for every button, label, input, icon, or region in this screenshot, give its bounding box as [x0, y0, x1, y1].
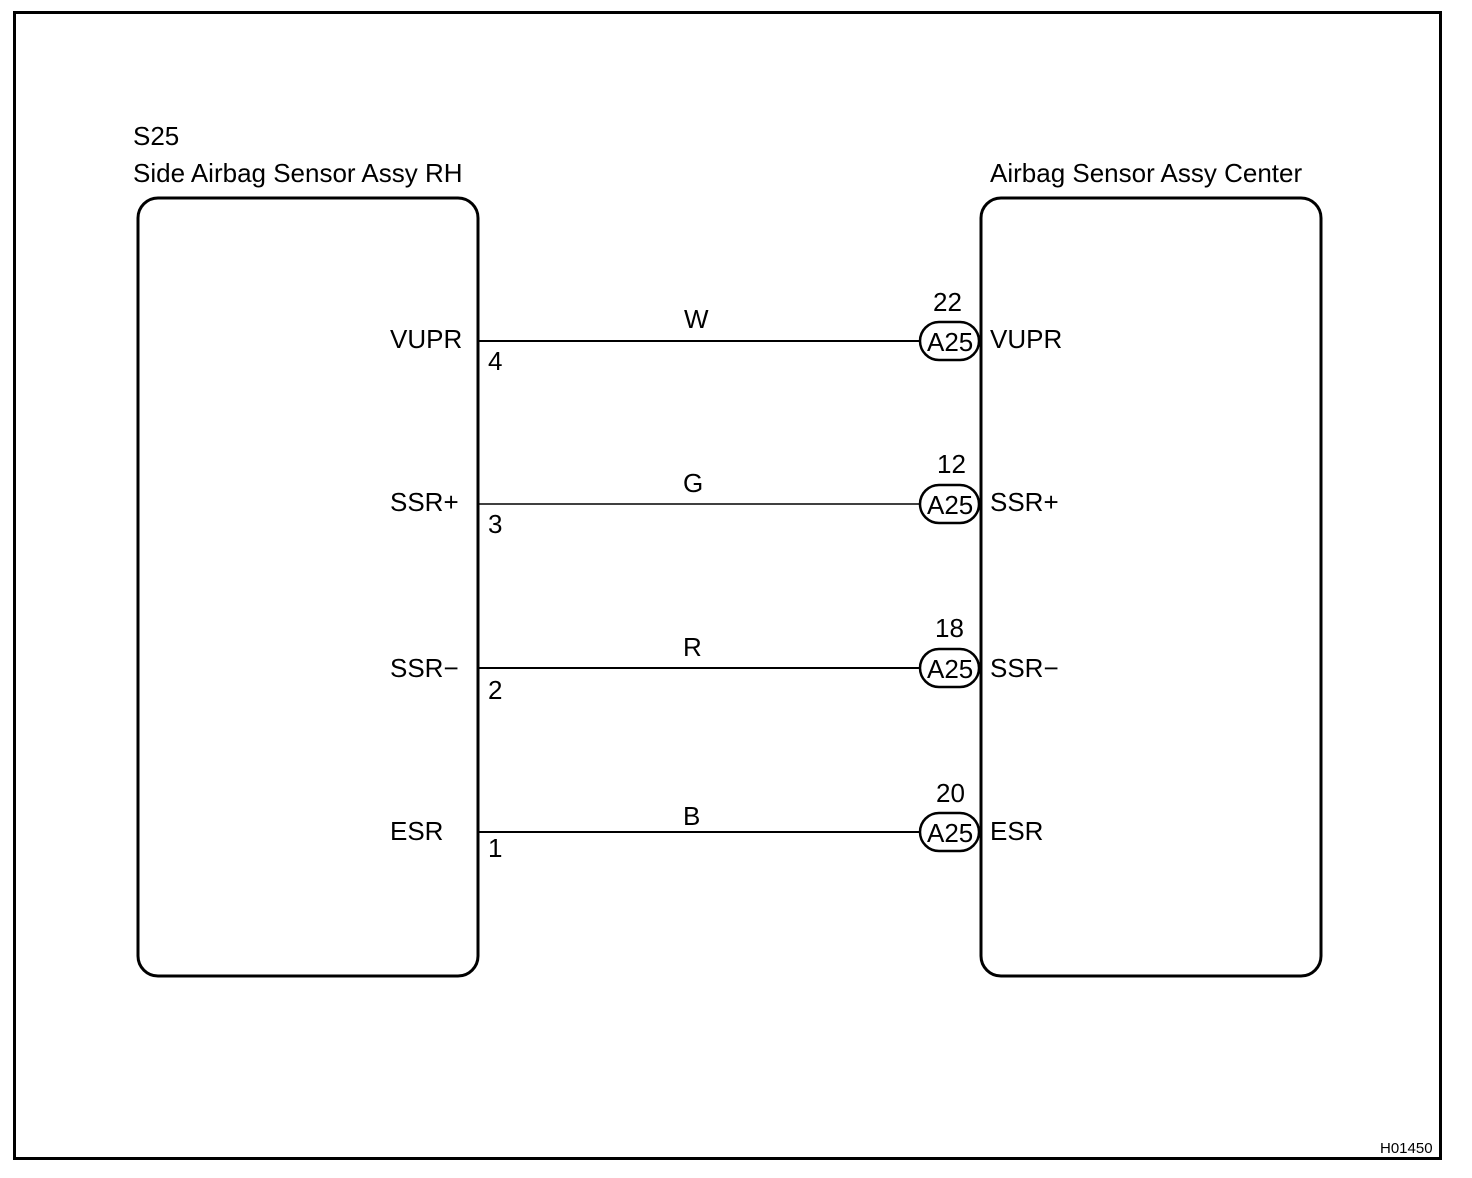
connector-oval — [918, 811, 981, 853]
left-pin-number: 4 — [488, 346, 502, 376]
connector-oval — [918, 647, 981, 689]
left-signal-label: VUPR — [390, 324, 462, 354]
right-pin-number: 20 — [936, 778, 965, 808]
connector-oval — [918, 320, 981, 362]
right-signal-label: ESR — [990, 816, 1043, 846]
connector-oval — [918, 483, 981, 525]
left-component-box — [136, 196, 480, 978]
wire-vupr: VUPR 4 W 22 A25 VUPR — [390, 287, 1062, 376]
diagram-frame — [13, 11, 1442, 1160]
connector-label: A25 — [927, 490, 973, 520]
right-pin-number: 22 — [933, 287, 962, 317]
wire-esr: ESR 1 B 20 A25 ESR — [390, 778, 1043, 863]
connector-label: A25 — [927, 654, 973, 684]
left-signal-label: SSR+ — [390, 487, 459, 517]
right-pin-number: 12 — [937, 449, 966, 479]
right-pin-number: 18 — [935, 613, 964, 643]
figure-id: H01450 — [1380, 1140, 1433, 1157]
wire-ssr-plus: SSR+ 3 G 12 A25 SSR+ — [390, 449, 1059, 539]
wire-color-label: G — [683, 468, 703, 498]
right-signal-label: VUPR — [990, 324, 1062, 354]
left-pin-number: 2 — [488, 675, 502, 705]
connector-label: A25 — [927, 818, 973, 848]
wire-color-label: W — [684, 304, 709, 334]
wire-color-label: R — [683, 632, 702, 662]
right-component-box — [979, 196, 1323, 978]
left-component-name: Side Airbag Sensor Assy RH — [133, 158, 463, 188]
right-signal-label: SSR− — [990, 653, 1059, 683]
right-component-name: Airbag Sensor Assy Center — [990, 158, 1302, 188]
left-pin-number: 3 — [488, 509, 502, 539]
wire-ssr-minus: SSR− 2 R 18 A25 SSR− — [390, 613, 1059, 705]
wire-color-label: B — [683, 801, 700, 831]
left-pin-number: 1 — [488, 833, 502, 863]
left-signal-label: ESR — [390, 816, 443, 846]
left-signal-label: SSR− — [390, 653, 459, 683]
left-component-code: S25 — [133, 121, 179, 151]
connector-label: A25 — [927, 327, 973, 357]
right-signal-label: SSR+ — [990, 487, 1059, 517]
